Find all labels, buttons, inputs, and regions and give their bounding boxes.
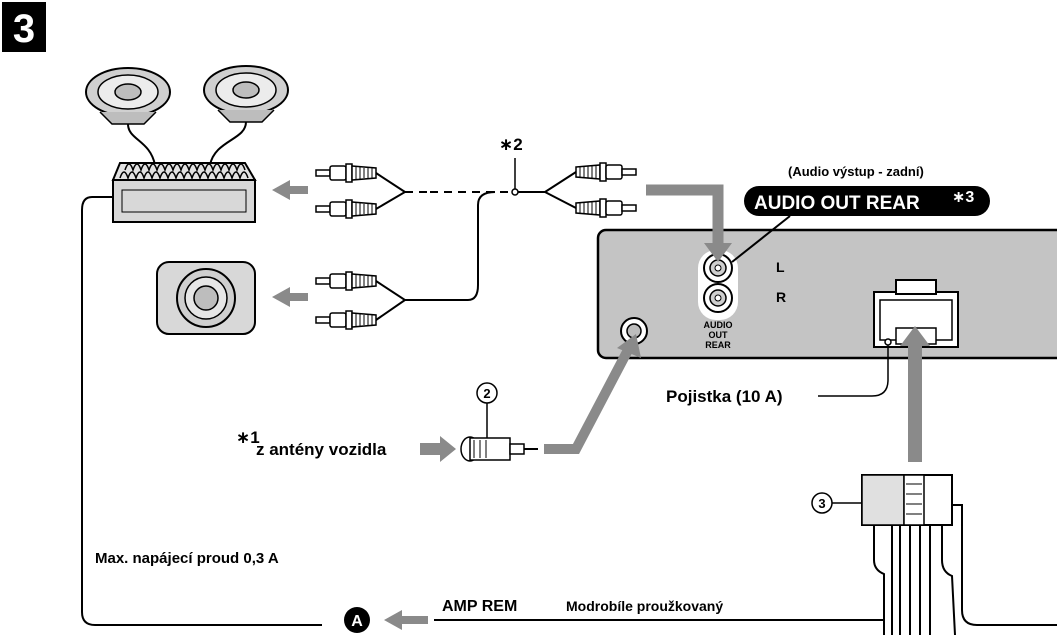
rca-plug-amp-upper: [315, 163, 377, 183]
antenna-label: z antény vozidla: [256, 440, 387, 459]
item3-marker: 3: [811, 492, 833, 514]
audio-out-jack-r-icon: [703, 283, 733, 313]
step-number: 3: [13, 7, 35, 51]
speaker-right-icon: [203, 65, 289, 123]
arrow-to-audio-out-icon: [646, 184, 724, 245]
rca-cables: [375, 171, 577, 321]
jack-l-label: L: [776, 259, 785, 275]
harness-wires: [873, 504, 1057, 635]
arrow-to-amplifier-icon: [272, 180, 308, 200]
panel-out-text: OUT: [709, 330, 729, 340]
max-current-label: Max. napájecí proud 0,3 A: [95, 550, 279, 567]
arrow-to-a-icon: [384, 610, 428, 630]
wire-color-label: Modrobíle proužkovaný: [566, 598, 723, 614]
arrow-to-antenna-socket-icon: [544, 347, 633, 454]
arrow-to-subwoofer-icon: [272, 287, 308, 307]
speaker-left-icon: [85, 67, 171, 125]
audio-out-caption: (Audio výstup - zadní): [788, 164, 924, 179]
rca-plug-unit-upper: [575, 162, 637, 182]
amp-rem-label: AMP REM: [442, 598, 517, 615]
step-number-box: [2, 2, 46, 52]
fuse-leader: [818, 342, 889, 397]
item2-marker: 2: [476, 382, 498, 404]
audio-out-badge-leader: [731, 215, 791, 263]
item2-label: 2: [483, 386, 490, 401]
connection-a-label: A: [351, 613, 363, 630]
arrow-to-audio-out-head: [704, 243, 732, 262]
speaker-wire-right: [209, 121, 247, 166]
rca-plug-sub-lower: [315, 310, 377, 330]
speaker-wire-left: [127, 123, 156, 166]
audio-out-badge-text: AUDIO OUT REAR: [754, 193, 920, 214]
fuse-label: Pojistka (10 A): [666, 387, 783, 406]
arrow-to-power-connector-icon: [908, 344, 922, 462]
arrow-to-antenna-socket-head: [617, 334, 641, 358]
audio-out-badge-sup: ∗3: [952, 189, 974, 206]
rca-plug-sub-upper: [315, 271, 377, 291]
panel-rear-text: REAR: [705, 340, 731, 350]
item3-label: 3: [818, 496, 825, 511]
panel-audio-text: AUDIO: [704, 320, 733, 330]
star2-dot: [511, 188, 519, 196]
fuse-leader-dot: [884, 338, 892, 346]
rca-plug-amp-lower: [315, 199, 377, 219]
arrow-from-antenna-icon: [420, 436, 456, 462]
star1-label: ∗1: [236, 428, 260, 447]
amplifier-icon: [111, 162, 257, 223]
wiring-harness-icon: [861, 474, 953, 526]
star2-label: ∗2: [499, 135, 523, 154]
head-unit-panel: [596, 228, 1057, 360]
jack-r-label: R: [776, 289, 786, 305]
antenna-adaptor-icon: [460, 436, 538, 462]
arrow-to-power-connector-head: [900, 326, 930, 346]
connection-a-icon: [344, 607, 370, 633]
audio-out-jack-l-icon: [703, 253, 733, 283]
amp-remote-wire: [81, 196, 322, 626]
rca-plug-unit-lower: [575, 198, 637, 218]
subwoofer-icon: [156, 261, 256, 335]
audio-out-badge: [744, 186, 990, 216]
